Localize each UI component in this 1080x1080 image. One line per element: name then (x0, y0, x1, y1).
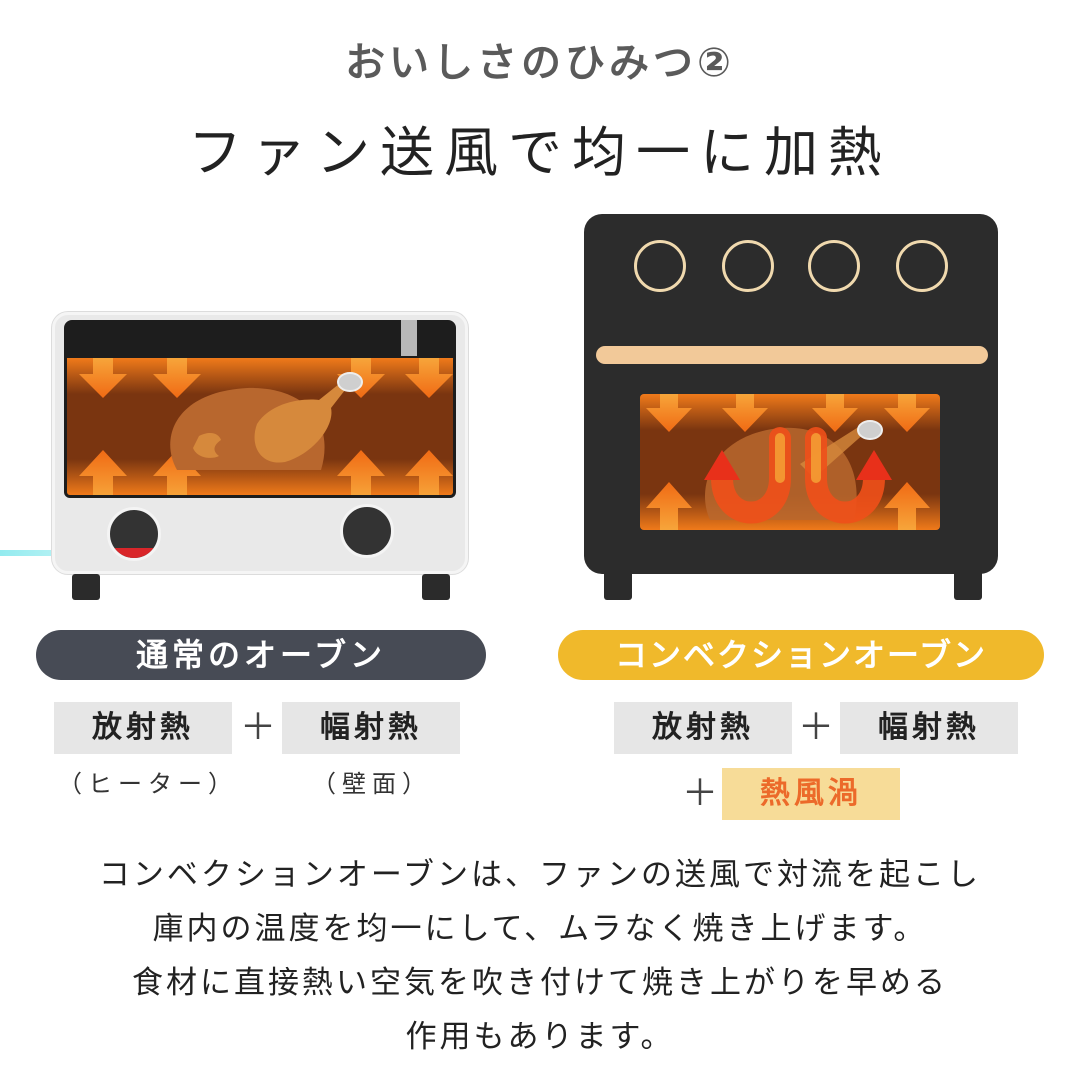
knob-icon (340, 504, 394, 558)
heat-arrows-icon (79, 358, 453, 495)
heat-arrows-icon (646, 394, 930, 530)
plus-sign: ＋ (682, 773, 719, 814)
description-line: コンベクションオーブンは、ファンの送風で対流を起こし (98, 857, 982, 893)
oven-window (640, 394, 940, 530)
description-line: 食材に直接熱い空気を吹き付けて焼き上がりを早める (132, 965, 948, 1001)
dial-icon (896, 240, 948, 292)
hot-air-vortex-box: 熱風渦 (722, 768, 900, 820)
radiant-heat-box: 放射熱 (54, 702, 232, 754)
section-subtitle: おいしさのひみつ② (345, 40, 735, 86)
foot-icon (72, 574, 100, 600)
roast-chicken-icon (170, 372, 363, 470)
dial-icon (634, 240, 686, 292)
wall-heat-box: 幅射熱 (282, 702, 460, 754)
dial-icon (722, 240, 774, 292)
handle-icon (401, 320, 417, 356)
normal-oven-label: 通常のオーブン (36, 630, 486, 680)
toaster-oven-icon (52, 312, 468, 574)
dial-icon (808, 240, 860, 292)
door-handle-icon (596, 346, 988, 364)
plus-sign: ＋ (798, 707, 835, 748)
convection-oven-label: コンベクションオーブン (558, 630, 1044, 680)
swirl-arrows-icon (711, 427, 885, 524)
description-line: 作用もあります。 (405, 1019, 675, 1055)
oven-window (64, 358, 456, 498)
description-line: 庫内の温度を均一にして、ムラなく焼き上げます。 (152, 911, 928, 947)
radiant-heat-box: 放射熱 (614, 702, 792, 754)
page-title: ファン送風で均一に加熱 (188, 121, 892, 184)
foot-icon (604, 570, 632, 600)
foot-icon (422, 574, 450, 600)
wall-note: （壁面） (312, 770, 432, 798)
description: コンベクションオーブンは、ファンの送風で対流を起こし 庫内の温度を均一にして、ム… (0, 848, 1080, 1064)
foot-icon (954, 570, 982, 600)
wall-heat-box: 幅射熱 (840, 702, 1018, 754)
plus-sign: ＋ (240, 707, 277, 748)
convection-oven-icon (584, 214, 998, 602)
knob-icon (107, 507, 161, 561)
heater-note: （ヒーター） (58, 770, 238, 798)
